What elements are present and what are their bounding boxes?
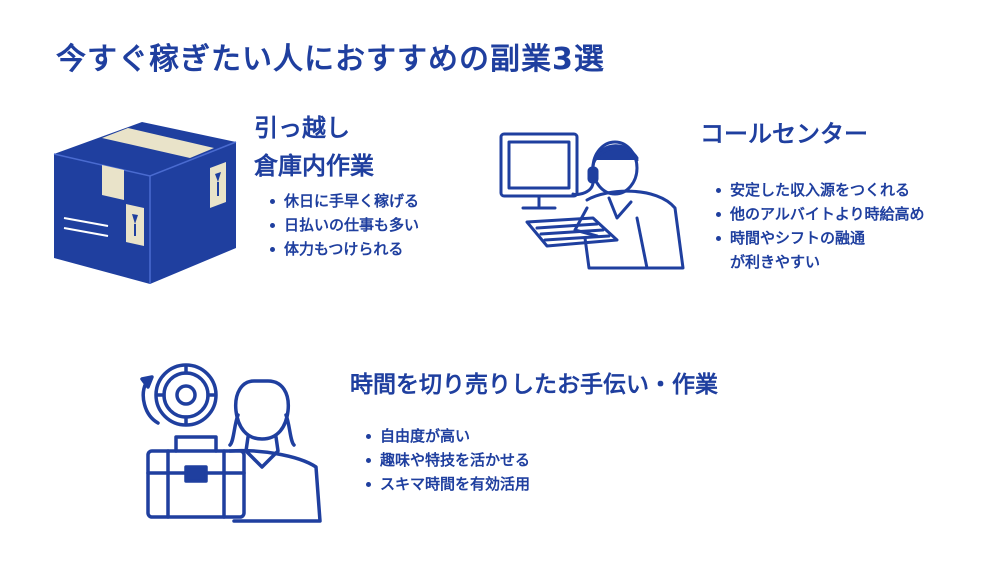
list-item-continuation: が利きやすい: [730, 253, 821, 271]
page-title: 今すぐ稼ぎたい人におすすめの副業3選: [56, 42, 605, 77]
warehouse-bullet-list: 休日に手早く稼げる 日払いの仕事も多い 体力もつけられる: [266, 189, 419, 261]
list-item: 休日に手早く稼げる: [266, 189, 419, 213]
list-item: 体力もつけられる: [266, 237, 419, 261]
list-item: 他のアルバイトより時給高め: [712, 202, 925, 226]
callcenter-title: コールセンター: [700, 120, 868, 148]
list-item: 時間やシフトの融通: [712, 226, 925, 250]
list-item: 日払いの仕事も多い: [266, 213, 419, 237]
list-item: 自由度が高い: [362, 424, 530, 448]
helper-bullet-list: 自由度が高い 趣味や特技を活かせる スキマ時間を有効活用: [362, 424, 530, 496]
list-item: 安定した収入源をつくれる: [712, 178, 925, 202]
helper-title: 時間を切り売りしたお手伝い・作業: [350, 372, 718, 398]
list-item: 趣味や特技を活かせる: [362, 448, 530, 472]
warehouse-title-line2: 倉庫内作業: [254, 152, 374, 180]
cardboard-box-icon: [53, 122, 237, 284]
helper-with-toolbox-icon: [140, 363, 322, 523]
callcenter-bullet-list: 安定した収入源をつくれる 他のアルバイトより時給高め 時間やシフトの融通 が利き…: [712, 178, 925, 274]
call-center-operator-icon: [499, 132, 685, 270]
warehouse-title-line1: 引っ越し: [254, 114, 350, 142]
list-item: スキマ時間を有効活用: [362, 472, 530, 496]
